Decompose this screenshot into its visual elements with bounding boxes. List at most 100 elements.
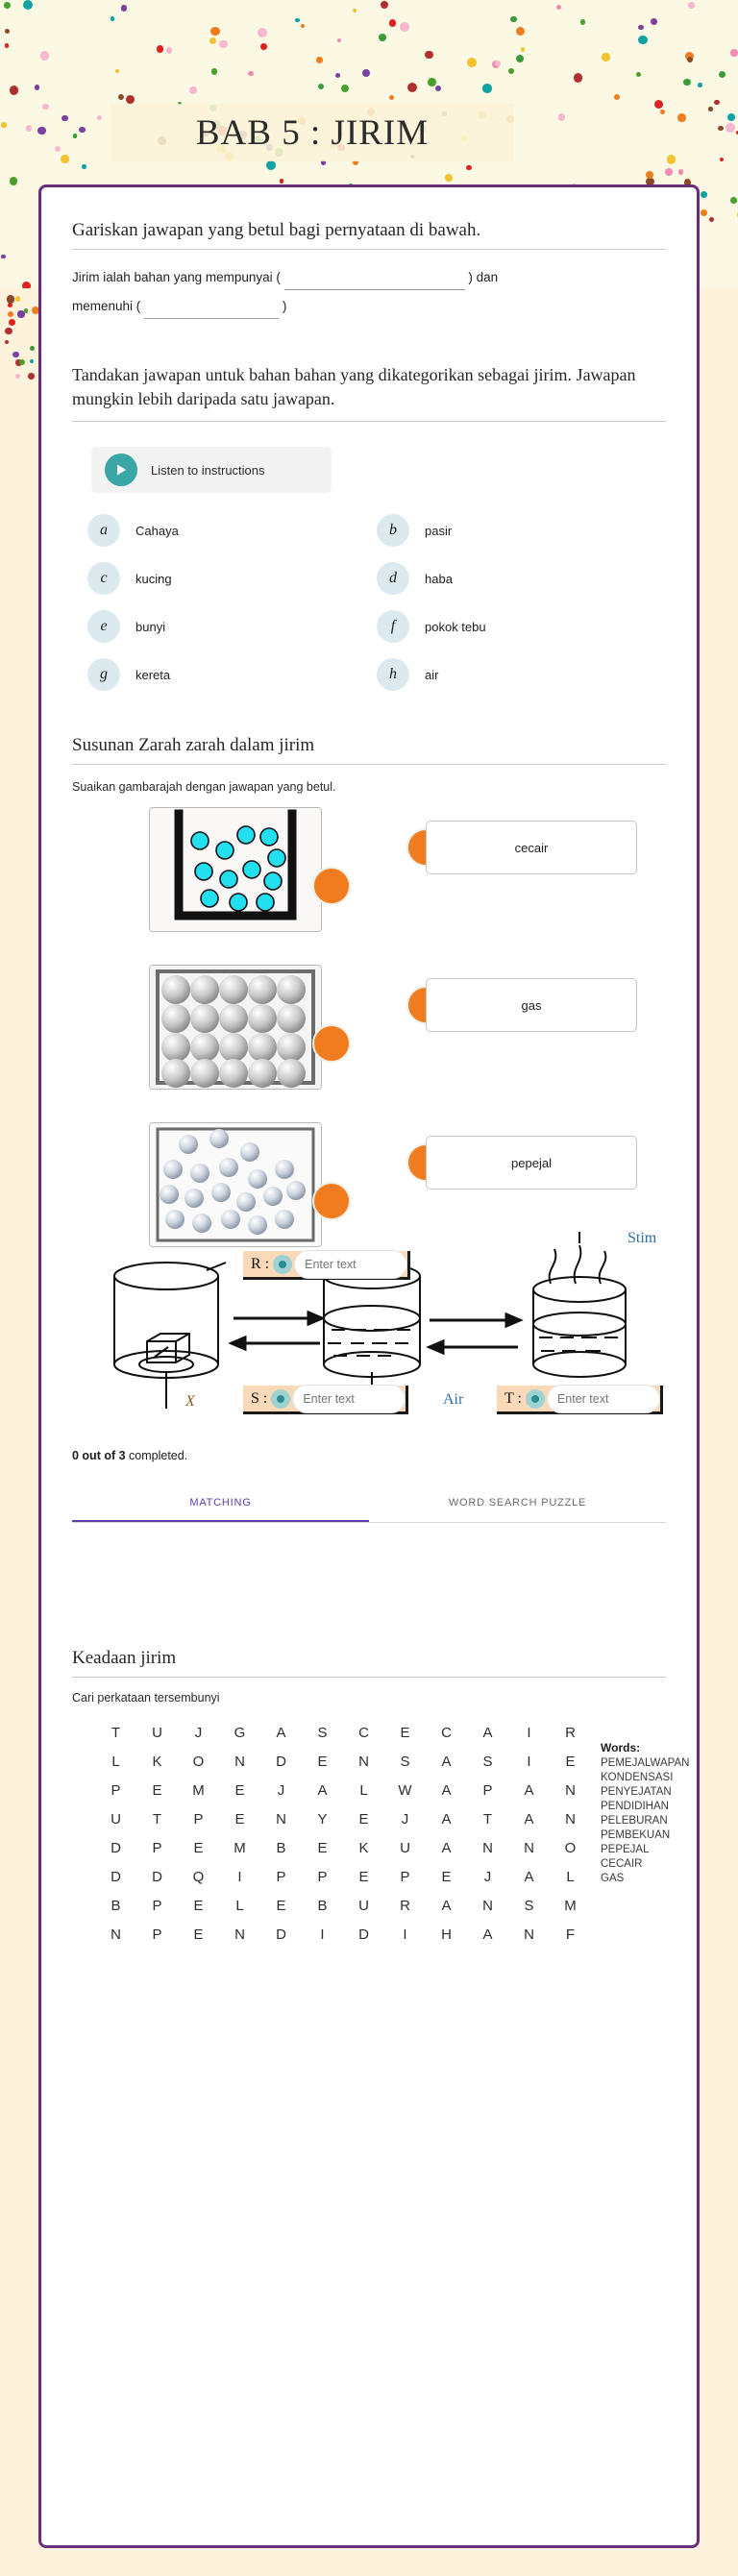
- word-search-cell[interactable]: I: [403, 1926, 407, 1943]
- word-search-cell[interactable]: I: [320, 1926, 325, 1943]
- word-search-cell[interactable]: A: [441, 1781, 452, 1799]
- state-input-r[interactable]: [294, 1249, 408, 1279]
- word-search-cell[interactable]: I: [527, 1724, 531, 1741]
- word-search-cell[interactable]: E: [193, 1839, 204, 1856]
- word-search-cell[interactable]: P: [193, 1810, 204, 1828]
- word-search-cell[interactable]: E: [358, 1810, 369, 1828]
- word-search-cell[interactable]: C: [358, 1724, 369, 1741]
- word-search-cell[interactable]: I: [527, 1753, 531, 1770]
- word-search-cell[interactable]: S: [317, 1724, 328, 1741]
- word-search-cell[interactable]: L: [359, 1781, 368, 1799]
- listen-to-instructions-button[interactable]: Listen to instructions: [91, 447, 332, 493]
- word-search-cell[interactable]: D: [111, 1839, 121, 1856]
- word-search-cell[interactable]: A: [441, 1839, 452, 1856]
- option-a[interactable]: a Cahaya: [87, 514, 377, 547]
- option-b[interactable]: b pasir: [377, 514, 666, 547]
- word-search-cell[interactable]: E: [317, 1753, 328, 1770]
- word-search-cell[interactable]: N: [524, 1839, 534, 1856]
- word-search-cell[interactable]: E: [152, 1781, 162, 1799]
- word-search-cell[interactable]: N: [482, 1839, 493, 1856]
- word-search-cell[interactable]: U: [111, 1810, 121, 1828]
- microphone-icon[interactable]: [271, 1388, 291, 1409]
- word-search-cell[interactable]: A: [524, 1810, 534, 1828]
- word-search-cell[interactable]: A: [482, 1724, 493, 1741]
- word-search-cell[interactable]: N: [358, 1753, 369, 1770]
- word-search-cell[interactable]: E: [317, 1839, 328, 1856]
- word-search-cell[interactable]: J: [483, 1868, 492, 1885]
- word-search-cell[interactable]: E: [234, 1781, 245, 1799]
- word-search-cell[interactable]: N: [234, 1753, 245, 1770]
- word-search-cell[interactable]: I: [237, 1868, 242, 1885]
- word-search-cell[interactable]: L: [111, 1753, 120, 1770]
- word-search-cell[interactable]: P: [482, 1781, 493, 1799]
- word-search-cell[interactable]: D: [358, 1926, 369, 1943]
- word-search-cell[interactable]: E: [358, 1868, 369, 1885]
- word-search-cell[interactable]: W: [398, 1781, 412, 1799]
- word-search-cell[interactable]: T: [111, 1724, 121, 1741]
- word-search-cell[interactable]: N: [234, 1926, 245, 1943]
- word-search-cell[interactable]: A: [441, 1897, 452, 1914]
- word-search-cell[interactable]: A: [317, 1781, 328, 1799]
- word-search-cell[interactable]: D: [111, 1868, 121, 1885]
- word-search-cell[interactable]: O: [192, 1753, 205, 1770]
- word-search-cell[interactable]: P: [400, 1868, 410, 1885]
- word-search-cell[interactable]: N: [565, 1810, 576, 1828]
- word-search-cell[interactable]: T: [152, 1810, 162, 1828]
- blank-input-1[interactable]: [283, 271, 465, 290]
- tab-word-search-puzzle[interactable]: WORD SEARCH PUZZLE: [448, 1497, 587, 1509]
- word-search-cell[interactable]: A: [524, 1781, 534, 1799]
- option-f[interactable]: f pokok tebu: [377, 610, 666, 643]
- word-search-cell[interactable]: U: [400, 1839, 410, 1856]
- word-search-cell[interactable]: L: [235, 1897, 244, 1914]
- word-search-cell[interactable]: R: [565, 1724, 576, 1741]
- state-field-s[interactable]: S :: [243, 1384, 409, 1414]
- tab-matching[interactable]: MATCHING: [72, 1497, 369, 1522]
- word-search-cell[interactable]: C: [441, 1724, 452, 1741]
- word-search-cell[interactable]: E: [565, 1753, 576, 1770]
- word-search-cell[interactable]: A: [482, 1926, 493, 1943]
- word-search-cell[interactable]: M: [564, 1897, 577, 1914]
- match-answer-pepejal[interactable]: pepejal: [426, 1136, 637, 1190]
- state-input-s[interactable]: [292, 1384, 406, 1413]
- state-field-t[interactable]: T :: [497, 1384, 663, 1414]
- word-search-cell[interactable]: B: [276, 1839, 286, 1856]
- option-d[interactable]: d haba: [377, 562, 666, 595]
- match-connector-left-2[interactable]: [312, 1024, 351, 1063]
- word-search-cell[interactable]: F: [565, 1926, 576, 1943]
- word-search-cell[interactable]: O: [564, 1839, 577, 1856]
- word-search-cell[interactable]: M: [192, 1781, 205, 1799]
- word-search-cell[interactable]: A: [524, 1868, 534, 1885]
- word-search-cell[interactable]: P: [276, 1868, 286, 1885]
- match-connector-left-3[interactable]: [312, 1182, 351, 1220]
- word-search-cell[interactable]: J: [194, 1724, 203, 1741]
- word-search-cell[interactable]: A: [441, 1810, 452, 1828]
- liquid-particles-diagram[interactable]: [149, 807, 322, 932]
- word-search-cell[interactable]: E: [400, 1724, 410, 1741]
- word-search-cell[interactable]: L: [566, 1868, 575, 1885]
- word-search-cell[interactable]: P: [317, 1868, 328, 1885]
- option-h[interactable]: h air: [377, 658, 666, 691]
- word-search-cell[interactable]: T: [482, 1810, 493, 1828]
- loose-particles-diagram[interactable]: [149, 1122, 322, 1247]
- word-search-cell[interactable]: S: [400, 1753, 410, 1770]
- match-connector-left-1[interactable]: [312, 867, 351, 905]
- word-search-cell[interactable]: E: [276, 1897, 286, 1914]
- word-search-cell[interactable]: K: [152, 1753, 162, 1770]
- word-search-cell[interactable]: U: [152, 1724, 162, 1741]
- word-search-cell[interactable]: P: [152, 1839, 162, 1856]
- word-search-cell[interactable]: E: [193, 1897, 204, 1914]
- word-search-cell[interactable]: S: [524, 1897, 534, 1914]
- blank-input-2[interactable]: [144, 300, 280, 319]
- word-search-cell[interactable]: A: [441, 1753, 452, 1770]
- word-search-cell[interactable]: N: [565, 1781, 576, 1799]
- word-search-cell[interactable]: H: [441, 1926, 452, 1943]
- microphone-icon[interactable]: [273, 1254, 293, 1274]
- word-search-cell[interactable]: J: [401, 1810, 409, 1828]
- word-search-cell[interactable]: A: [276, 1724, 286, 1741]
- option-e[interactable]: e bunyi: [87, 610, 377, 643]
- word-search-cell[interactable]: N: [111, 1926, 121, 1943]
- match-answer-gas[interactable]: gas: [426, 978, 637, 1032]
- microphone-icon[interactable]: [525, 1388, 545, 1409]
- word-search-cell[interactable]: M: [234, 1839, 246, 1856]
